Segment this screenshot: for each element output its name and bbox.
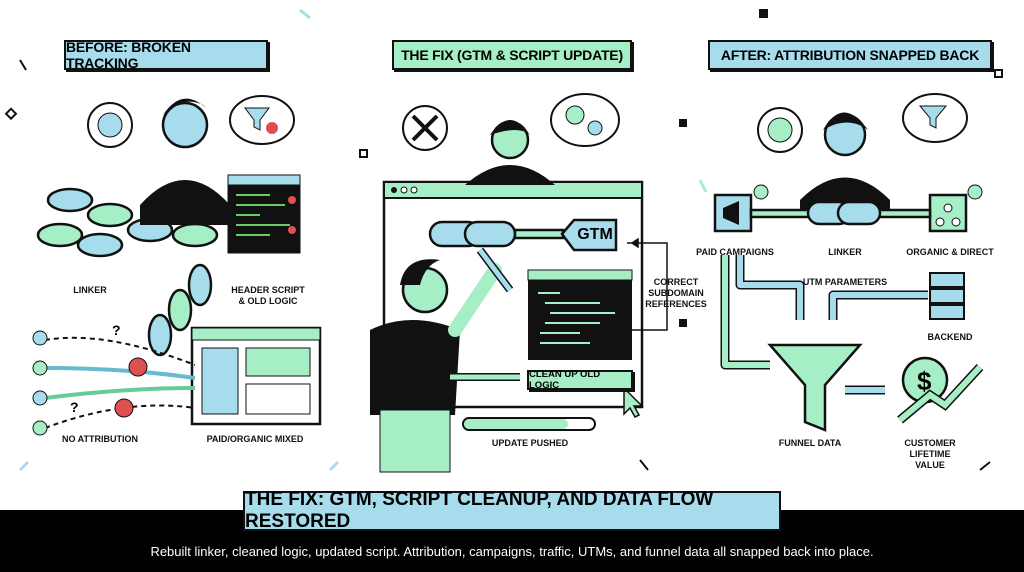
correct-references-label: CORRECT SUBDOMAIN REFERENCES <box>645 277 707 309</box>
svg-text:$: $ <box>917 366 932 396</box>
funnel-icon <box>767 343 863 432</box>
svg-text:?: ? <box>112 322 121 338</box>
linker-chain-icon <box>749 200 932 226</box>
funnel-data-label: FUNNEL DATA <box>778 438 842 448</box>
svg-text:?: ? <box>70 399 79 415</box>
dashboard-window-icon <box>190 326 322 426</box>
fixing-person-icon <box>370 259 502 473</box>
gtm-tag <box>560 218 618 252</box>
update-pushed-label: UPDATE PUSHED <box>491 438 569 448</box>
cursor-icon <box>623 386 644 418</box>
gears-bubble-icon <box>550 93 620 147</box>
confused-face-bubble-icon <box>87 102 133 148</box>
utm-parameters-label: UTM PARAMETERS <box>802 277 888 287</box>
organic-direct-label: ORGANIC & DIRECT <box>906 247 994 257</box>
references-bracket <box>627 237 668 331</box>
tools-bubble-icon <box>402 105 448 151</box>
linker-label: LINKER <box>73 285 107 295</box>
header-script-label: HEADER SCRIPT & OLD LOGIC <box>231 285 305 306</box>
backend-server-icon <box>929 272 965 320</box>
error-icon <box>114 357 148 418</box>
linker-after-label: LINKER <box>828 247 862 257</box>
paid-organic-mixed-label: PAID/ORGANIC MIXED <box>206 434 304 444</box>
tangled-chain-icon <box>36 187 219 357</box>
clean-up-old-logic-button[interactable]: CLEAN UP OLD LOGIC <box>527 369 633 391</box>
after-panel-title: AFTER: ATTRIBUTION SNAPPED BACK <box>708 40 992 70</box>
funnel-bubble-icon <box>902 93 968 143</box>
wrench-icon <box>476 247 514 293</box>
script-window-icon <box>527 269 633 360</box>
frustrated-person-icon <box>140 98 230 225</box>
code-window-icon <box>227 174 301 254</box>
happy-face-bubble-icon <box>757 107 803 153</box>
no-attribution-label: NO ATTRIBUTION <box>62 434 138 444</box>
fix-panel-title: THE FIX (GTM & SCRIPT UPDATE) <box>392 40 632 70</box>
gtm-label: GTM <box>577 226 613 243</box>
confetti <box>4 8 1003 472</box>
before-panel-title: BEFORE: BROKEN TRACKING <box>64 39 268 71</box>
dollar-growth-icon: $ <box>897 356 984 424</box>
top-person-icon <box>465 120 555 185</box>
clv-label: CUSTOMER LIFETIME VALUE <box>904 438 956 470</box>
mixed-traffic-lines <box>44 336 196 429</box>
footer-subtitle: Rebuilt linker, cleaned logic, updated s… <box>150 544 874 559</box>
flow-arrows-fill <box>722 255 928 393</box>
update-progress-bar <box>462 417 596 431</box>
paid-campaigns-label: PAID CAMPAIGNS <box>696 247 774 257</box>
organic-icon <box>928 184 983 233</box>
broken-funnel-bubble-icon <box>229 95 295 145</box>
megaphone-icon <box>713 184 769 233</box>
footer-title: THE FIX: GTM, SCRIPT CLEANUP, AND DATA F… <box>243 489 781 532</box>
question-icon: ?? <box>32 322 121 436</box>
happy-person-icon <box>800 112 890 210</box>
backend-label: BACKEND <box>927 332 973 342</box>
